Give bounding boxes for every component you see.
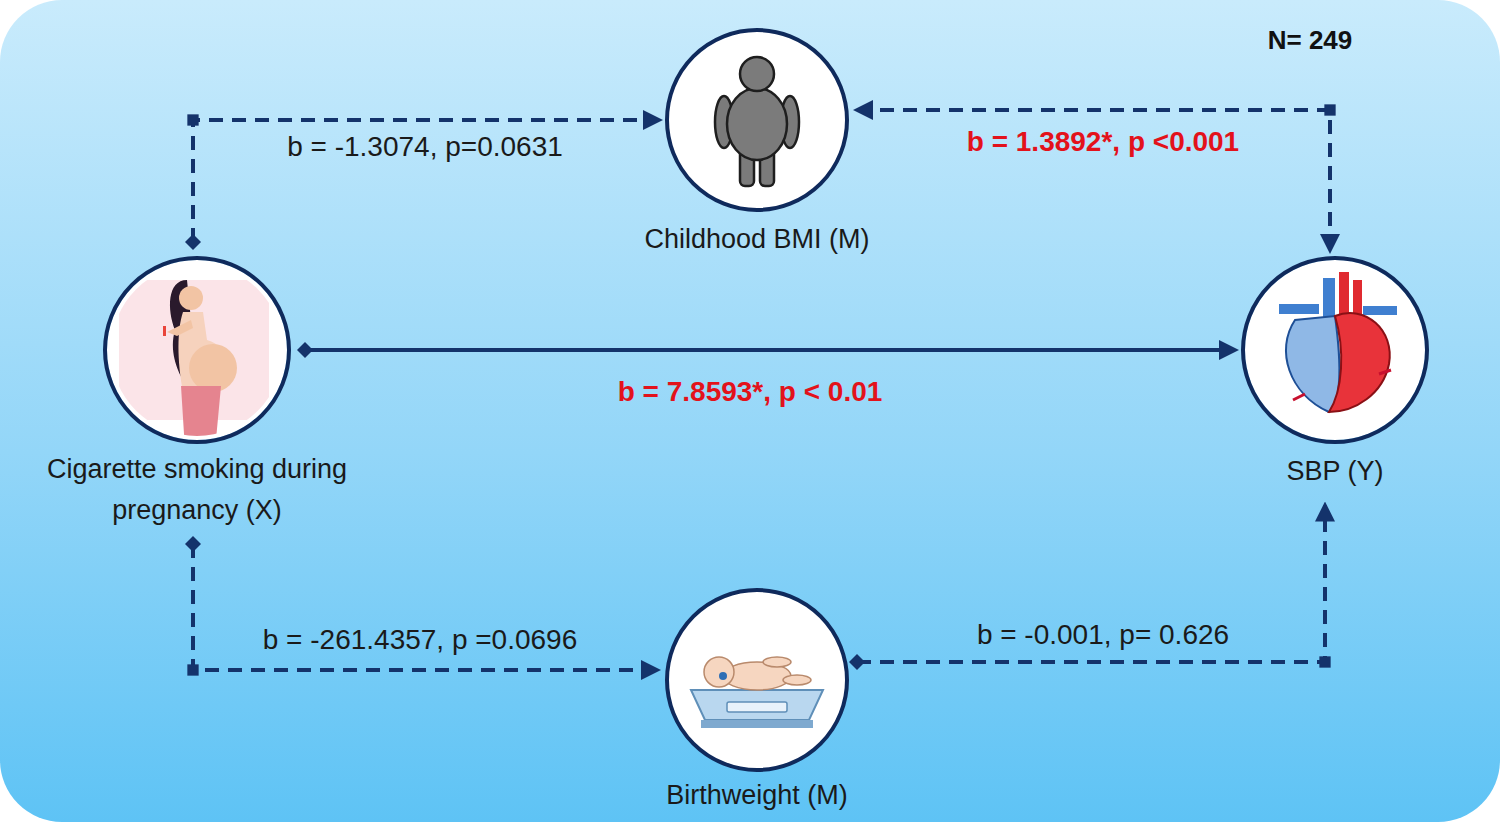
node-title: Cigarette smoking during pregnancy (X) [37,449,357,530]
circle-border [105,258,289,442]
mediation-path [857,506,1325,663]
baby-figure [667,590,847,770]
node-title: Childhood BMI (M) [582,219,932,260]
coefficient-label: b = -1.3074, p=0.0631 [287,131,563,163]
mediation-path [305,348,1235,352]
mediation-path [193,120,659,242]
pregnant-figure [107,260,287,450]
circle-node: Cigarette smoking during pregnancy (X) [32,255,362,530]
coefficient-label: b = -0.001, p= 0.626 [977,619,1229,651]
node-title: SBP (Y) [1210,451,1460,492]
circle-border [1243,258,1427,442]
coefficient-label: b = 7.8593*, p < 0.01 [618,376,883,408]
circle-border [667,30,847,210]
circle-node: SBP (Y) [1205,255,1465,492]
coefficient-label: b = 1.3892*, p <0.001 [967,126,1239,158]
circle-border [667,590,847,770]
child-figure [667,30,847,210]
circle-outline [1240,255,1430,445]
circle-node: Childhood BMI (M) [577,27,937,260]
circle-outline [102,255,292,445]
mediation-path [857,110,1330,250]
heart-figure [1245,260,1425,440]
node-title: Birthweight (M) [597,775,917,816]
circle-node: Birthweight (M) [592,587,922,816]
circle-outline [664,587,850,773]
circle-outline [664,27,850,213]
coefficient-label: b = -261.4357, p =0.0696 [263,624,578,656]
mediation-path [193,544,657,670]
sample-size: N= 249 [1268,25,1353,56]
